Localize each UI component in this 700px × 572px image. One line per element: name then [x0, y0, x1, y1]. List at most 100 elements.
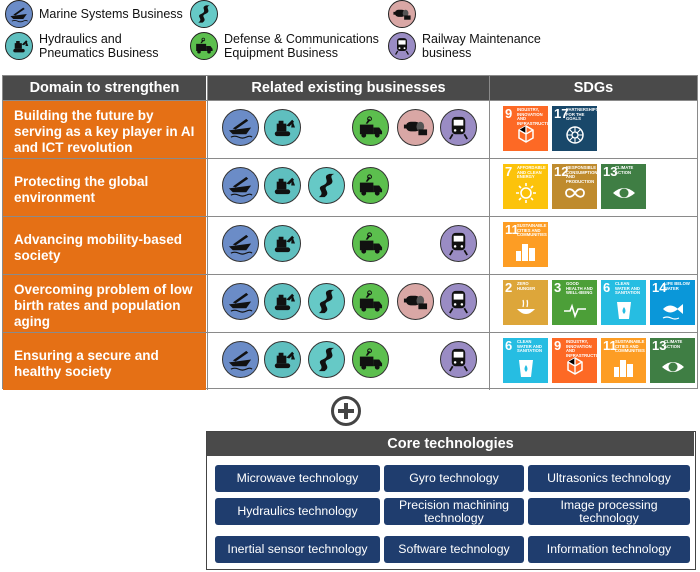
ship-icon	[222, 341, 259, 378]
tech-microwave-technology: Microwave technology	[215, 465, 380, 492]
river-icon	[308, 283, 345, 320]
plus-icon	[331, 396, 361, 426]
sdg-label: Sustainable cities and communities	[615, 339, 645, 354]
strategy-table: Domain to strengthen Related existing bu…	[2, 75, 698, 390]
radar-truck-icon	[352, 225, 389, 262]
legend-item-marine: Marine Systems Business	[5, 0, 183, 28]
sdg-label: Life below water	[664, 281, 690, 291]
ship-icon	[222, 283, 259, 320]
table-row: Overcoming problem of low birth rates an…	[3, 274, 697, 332]
sdg-17-tile: 17Partnerships for the goals	[552, 106, 597, 151]
radar-truck-icon	[352, 341, 389, 378]
sdg-number: 17	[554, 106, 569, 121]
sdg-number: 13	[603, 164, 618, 179]
radar-truck-icon	[190, 32, 218, 60]
ship-icon	[5, 0, 33, 28]
sdg-6-tile: 6 Clean water and sanitation	[503, 338, 548, 383]
header-domain: Domain to strengthen	[3, 76, 206, 100]
sdg-13-tile: 13Climate action	[601, 164, 646, 209]
legend-label: Defense & Communications Equipment Busin…	[224, 32, 379, 60]
sdg-number: 11	[603, 338, 617, 353]
sdg-number: 11	[505, 222, 519, 237]
tech-image-processing-technology: Image processing technology	[528, 498, 690, 525]
domain-label: Ensuring a secure and healthy society	[3, 333, 206, 390]
sdg-14-tile: 14Life below water	[650, 280, 695, 325]
sdg-number: 12	[554, 164, 569, 179]
roll-icon	[397, 109, 434, 146]
excavator-icon	[5, 32, 33, 60]
river-icon	[190, 0, 218, 28]
sdg-goals: 2 Zero hunger 3 Good health and well-being 6…	[489, 275, 697, 332]
legend-item-defense: Defense & Communications Equipment Busin…	[190, 32, 379, 60]
sdg-11-tile: 11Sustainable cities and communities	[503, 222, 548, 267]
sdg-label: Clean water and sanitation	[615, 281, 640, 296]
tech-information-technology: Information technology	[528, 536, 690, 563]
sdg-number: 3	[554, 280, 562, 295]
sdg-number: 2	[505, 280, 513, 295]
sdg-9-tile: 9Industry, innovation and infrastructure	[503, 106, 548, 151]
table-row: Protecting the global environment 7 Afford…	[3, 158, 697, 216]
radar-truck-icon	[352, 167, 389, 204]
sdg-label: Partnerships for the goals	[566, 107, 597, 122]
domain-label: Advancing mobility-based society	[3, 217, 206, 274]
train-icon	[440, 109, 477, 146]
sdg-label: Industry, innovation and infrastructure	[566, 339, 597, 358]
tech-inertial-sensor-technology: Inertial sensor technology	[215, 536, 380, 563]
river-icon	[308, 167, 345, 204]
tech-gyro-technology: Gyro technology	[384, 465, 524, 492]
domain-label: Building the future by serving as a key …	[3, 101, 206, 158]
tech-ultrasonics-technology: Ultrasonics technology	[528, 465, 690, 492]
header-sdgs: SDGs	[489, 76, 697, 100]
excavator-icon	[264, 341, 301, 378]
sdg-label: Responsible consumption and production	[566, 165, 597, 184]
excavator-icon	[264, 225, 301, 262]
sdg-number: 6	[603, 280, 611, 295]
tech-precision-machining-technology: Precision machining technology	[384, 498, 524, 525]
train-icon	[388, 32, 416, 60]
sdg-label: Climate action	[615, 165, 634, 175]
related-businesses	[207, 101, 489, 158]
sdg-goals: 7 Affordable and clean energy 12Responsibl…	[489, 159, 697, 216]
legend-item-ecosystem	[190, 0, 218, 28]
header-businesses: Related existing businesses	[207, 76, 489, 100]
table-row: Advancing mobility-based society 11Sustai…	[3, 216, 697, 274]
roll-icon	[397, 283, 434, 320]
domain-label: Protecting the global environment	[3, 159, 206, 216]
legend-label: Marine Systems Business	[39, 7, 183, 21]
sdg-label: Industry, innovation and infrastructure	[517, 107, 548, 126]
river-icon	[308, 341, 345, 378]
sdg-goals: 6 Clean water and sanitation 9 Industry, in…	[489, 333, 697, 390]
sdg-label: Good health and well-being	[566, 281, 593, 296]
sdg-goals: 11Sustainable cities and communities	[489, 217, 697, 274]
legend-label: Hydraulics and Pneumatics Business	[39, 32, 159, 60]
sdg-number: 6	[505, 338, 513, 353]
legend-label: Railway Maintenance business	[422, 32, 541, 60]
sdg-6-tile: 6 Clean water and sanitation	[601, 280, 646, 325]
sdg-7-tile: 7 Affordable and clean energy	[503, 164, 548, 209]
sdg-number: 14	[652, 280, 667, 295]
legend-item-printing	[388, 0, 416, 28]
tech-hydraulics-technology: Hydraulics technology	[215, 498, 380, 525]
ship-icon	[222, 225, 259, 262]
excavator-icon	[264, 109, 301, 146]
related-businesses	[207, 217, 489, 274]
legend-item-hydraulics: Hydraulics and Pneumatics Business	[5, 32, 159, 60]
sdg-number: 13	[652, 338, 667, 353]
sdg-11-tile: 11Sustainable cities and communities	[601, 338, 646, 383]
table-row: Ensuring a secure and healthy society 6 Cl…	[3, 332, 697, 390]
sdg-number: 7	[505, 164, 513, 179]
sdg-label: Affordable and clean energy	[517, 165, 546, 180]
core-technologies-title: Core technologies	[207, 432, 694, 456]
sdg-label: Zero hunger	[517, 281, 536, 291]
sdg-number: 9	[554, 338, 562, 353]
roll-icon	[388, 0, 416, 28]
radar-truck-icon	[352, 109, 389, 146]
tech-software-technology: Software technology	[384, 536, 524, 563]
sdg-3-tile: 3 Good health and well-being	[552, 280, 597, 325]
ship-icon	[222, 109, 259, 146]
train-icon	[440, 225, 477, 262]
sdg-label: Clean water and sanitation	[517, 339, 542, 354]
table-row: Building the future by serving as a key …	[3, 100, 697, 158]
